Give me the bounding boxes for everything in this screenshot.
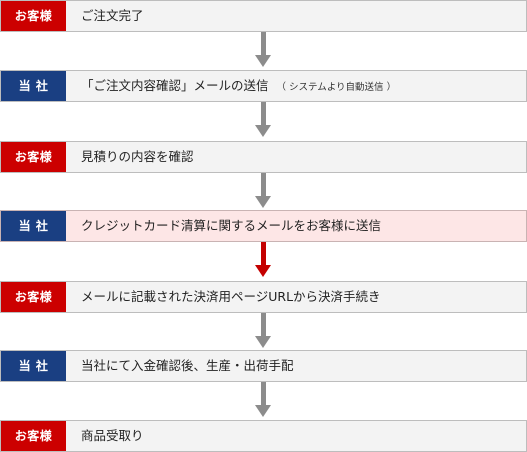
step-note: （ システムより自動送信 ） [276,82,397,93]
step-text: 当社にて入金確認後、生産・出荷手配 [81,358,294,373]
flow-step-shipping: 当 社 当社にて入金確認後、生産・出荷手配 [0,350,527,382]
actor-badge-company: 当 社 [1,351,66,381]
actor-badge-customer: お客様 [1,421,66,451]
arrow-down-icon [255,382,272,418]
step-label: クレジットカード清算に関するメールをお客様に送信 [81,211,381,241]
step-label: 見積りの内容を確認 [81,142,194,172]
flow-step-order-complete: お客様 ご注文完了 [0,0,527,32]
step-text: ご注文完了 [81,8,144,23]
flow-step-confirmation-mail: 当 社 「ご注文内容確認」メールの送信 （ システムより自動送信 ） [0,70,527,102]
actor-badge-company: 当 社 [1,71,66,101]
arrow-down-icon [255,173,272,209]
flow-step-check-estimate: お客様 見積りの内容を確認 [0,141,527,173]
actor-badge-customer: お客様 [1,142,66,172]
arrow-down-icon [255,313,272,349]
step-text: 見積りの内容を確認 [81,149,194,164]
step-text: 商品受取り [81,428,144,443]
actor-badge-customer: お客様 [1,1,66,31]
arrow-down-icon [255,102,272,138]
step-label: メールに記載された決済用ページURLから決済手続き [81,282,381,312]
step-text: 「ご注文内容確認」メールの送信 [81,78,269,93]
step-text: クレジットカード清算に関するメールをお客様に送信 [81,218,382,233]
arrow-down-icon [255,32,272,68]
arrow-down-icon [255,242,272,278]
flow-step-credit-card-mail: 当 社 クレジットカード清算に関するメールをお客様に送信 [0,210,527,242]
step-label: ご注文完了 [81,1,144,31]
step-text: メールに記載された決済用ページURLから決済手続き [81,289,381,304]
step-label: 商品受取り [81,421,144,451]
step-label: 当社にて入金確認後、生産・出荷手配 [81,351,294,381]
actor-badge-company: 当 社 [1,211,66,241]
step-label: 「ご注文内容確認」メールの送信 （ システムより自動送信 ） [81,71,396,101]
flow-step-payment: お客様 メールに記載された決済用ページURLから決済手続き [0,281,527,313]
flow-step-receive: お客様 商品受取り [0,420,527,452]
actor-badge-customer: お客様 [1,282,66,312]
